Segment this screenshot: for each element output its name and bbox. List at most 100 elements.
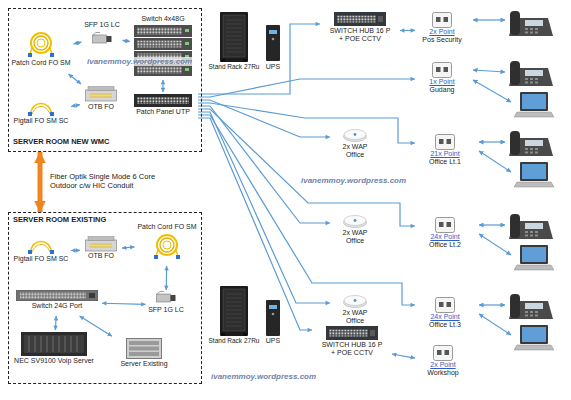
device-label: Patch Cord FO SM	[137, 223, 198, 231]
device-node: Stand Rack 27Ru	[206, 10, 262, 80]
device-node: UPS	[263, 296, 283, 350]
network-link	[198, 24, 320, 94]
device-node: Pigtail FO SM SC	[11, 234, 71, 268]
device-label: Stand Rack 27Ru	[208, 337, 260, 344]
point-count: 24x Point	[417, 233, 473, 241]
wap-image	[344, 130, 367, 142]
device-label: SFP 1G LC	[148, 306, 185, 314]
server-room-zone: SERVER ROOM EXISTINGPigtail FO SM SCOTB …	[8, 212, 202, 384]
device-cable	[473, 80, 511, 102]
wap-image	[344, 296, 367, 308]
outlet-image	[436, 218, 455, 233]
device-node: OTB FO	[80, 84, 122, 116]
connectors	[40, 24, 415, 358]
laptop-image	[514, 325, 554, 350]
network-link	[69, 74, 82, 84]
device-cable	[473, 70, 505, 72]
outlet-image	[436, 135, 455, 150]
zone-title: SERVER ROOM NEW WMC	[13, 138, 197, 147]
link-label: Fiber Optik Single Mode 6 Core Outdoor c…	[50, 173, 162, 190]
device-cable	[479, 141, 505, 142]
device-node: SWITCH HUB 16 P + POE CCTV	[320, 10, 400, 52]
device-label: 2x WAP Office	[338, 143, 372, 159]
patch-panel-image	[134, 94, 192, 107]
server-room-zone: SERVER ROOM NEW WMC Patch Cord FO SM SFP 1…	[8, 8, 202, 152]
network-link	[71, 250, 80, 251]
network-link	[55, 316, 57, 330]
device-label: SWITCH HUB 16 P + POE CCTV	[320, 341, 384, 357]
device-node: 2x WAP Office	[330, 292, 380, 336]
network-link	[392, 354, 415, 358]
device-label: Switch 4x48G	[132, 15, 194, 23]
device-cable	[479, 314, 511, 335]
network-link	[71, 105, 80, 107]
device-label: Workshop	[417, 369, 469, 377]
device-node: SWITCH HUB 16 P + POE CCTV	[312, 324, 392, 370]
sfp-image	[157, 292, 176, 303]
device-label: Office Lt.3	[417, 321, 473, 329]
network-link	[123, 40, 131, 41]
device-node: SFP 1G LC	[146, 290, 187, 320]
point-count: 1x Point	[417, 78, 467, 86]
device-node: 2x PointPos Security	[415, 10, 469, 50]
point-count: 24x Point	[417, 313, 473, 321]
patch-cord-image	[154, 235, 180, 259]
device-label: OTB FO	[82, 103, 120, 111]
device-label: Server Existing	[114, 360, 174, 368]
patch-cord-image	[28, 33, 54, 57]
device-label: 2x WAP Office	[338, 229, 372, 245]
device-label: Office Lt.2	[417, 241, 473, 249]
device-label: Pigtail FO SM SC	[13, 117, 69, 125]
device-node: 1x PointGudang	[415, 60, 469, 100]
outlet-image	[433, 13, 452, 28]
device-node: Switch 4x48G	[130, 14, 196, 80]
device-node: Patch Panel UTP	[128, 92, 198, 122]
device-node: Server Existing	[112, 336, 176, 376]
sfp-image	[93, 33, 112, 44]
device-node: 2x WAP Office	[330, 212, 380, 256]
network-link	[198, 118, 312, 330]
device-node: OTB FO	[80, 234, 122, 266]
server-image	[127, 339, 162, 359]
voip-server-image	[21, 332, 87, 356]
device-node: SFP 1G LC	[82, 20, 123, 54]
wap-image	[344, 216, 367, 228]
otb-image	[86, 87, 117, 102]
network-link	[166, 266, 168, 290]
device-node: 24x PointOffice Lt.3	[415, 295, 475, 335]
switch-stack-image	[134, 25, 192, 76]
fiber-optic-link	[38, 152, 43, 212]
rack-image	[220, 286, 248, 336]
device-label: Pos Security	[417, 36, 467, 44]
network-link	[162, 80, 163, 92]
switch-hub-image	[334, 12, 386, 26]
pigtail-image	[28, 242, 54, 255]
network-link	[198, 106, 330, 223]
device-label: SWITCH HUB 16 P + POE CCTV	[328, 27, 392, 43]
device-cable	[479, 224, 505, 225]
phone-image	[509, 61, 553, 86]
device-cable	[479, 234, 511, 255]
network-link	[198, 112, 330, 303]
device-label: Switch 24G Port	[14, 302, 100, 310]
device-label: NEC SV9100 Voip Server	[12, 357, 96, 365]
laptop-image	[514, 245, 554, 270]
device-cable	[479, 151, 511, 172]
laptop-image	[514, 162, 554, 187]
network-link	[102, 303, 146, 304]
device-cables	[473, 20, 511, 335]
network-link	[400, 30, 415, 31]
point-count: 2x Point	[417, 361, 469, 369]
device-label: UPS	[265, 63, 281, 71]
device-label: Patch Panel UTP	[130, 108, 196, 116]
point-count: 21x Point	[417, 150, 473, 158]
device-label: Patch Cord FO SM	[11, 59, 72, 67]
ups-image	[266, 300, 280, 336]
device-label: 2x WAP Office	[338, 309, 372, 325]
device-node: 24x PointOffice Lt.2	[415, 215, 475, 255]
device-node: Patch Cord FO SM	[135, 222, 200, 266]
phone-image	[509, 131, 553, 156]
device-node: UPS	[263, 22, 283, 80]
network-link	[122, 247, 135, 248]
phone-image	[509, 294, 553, 319]
